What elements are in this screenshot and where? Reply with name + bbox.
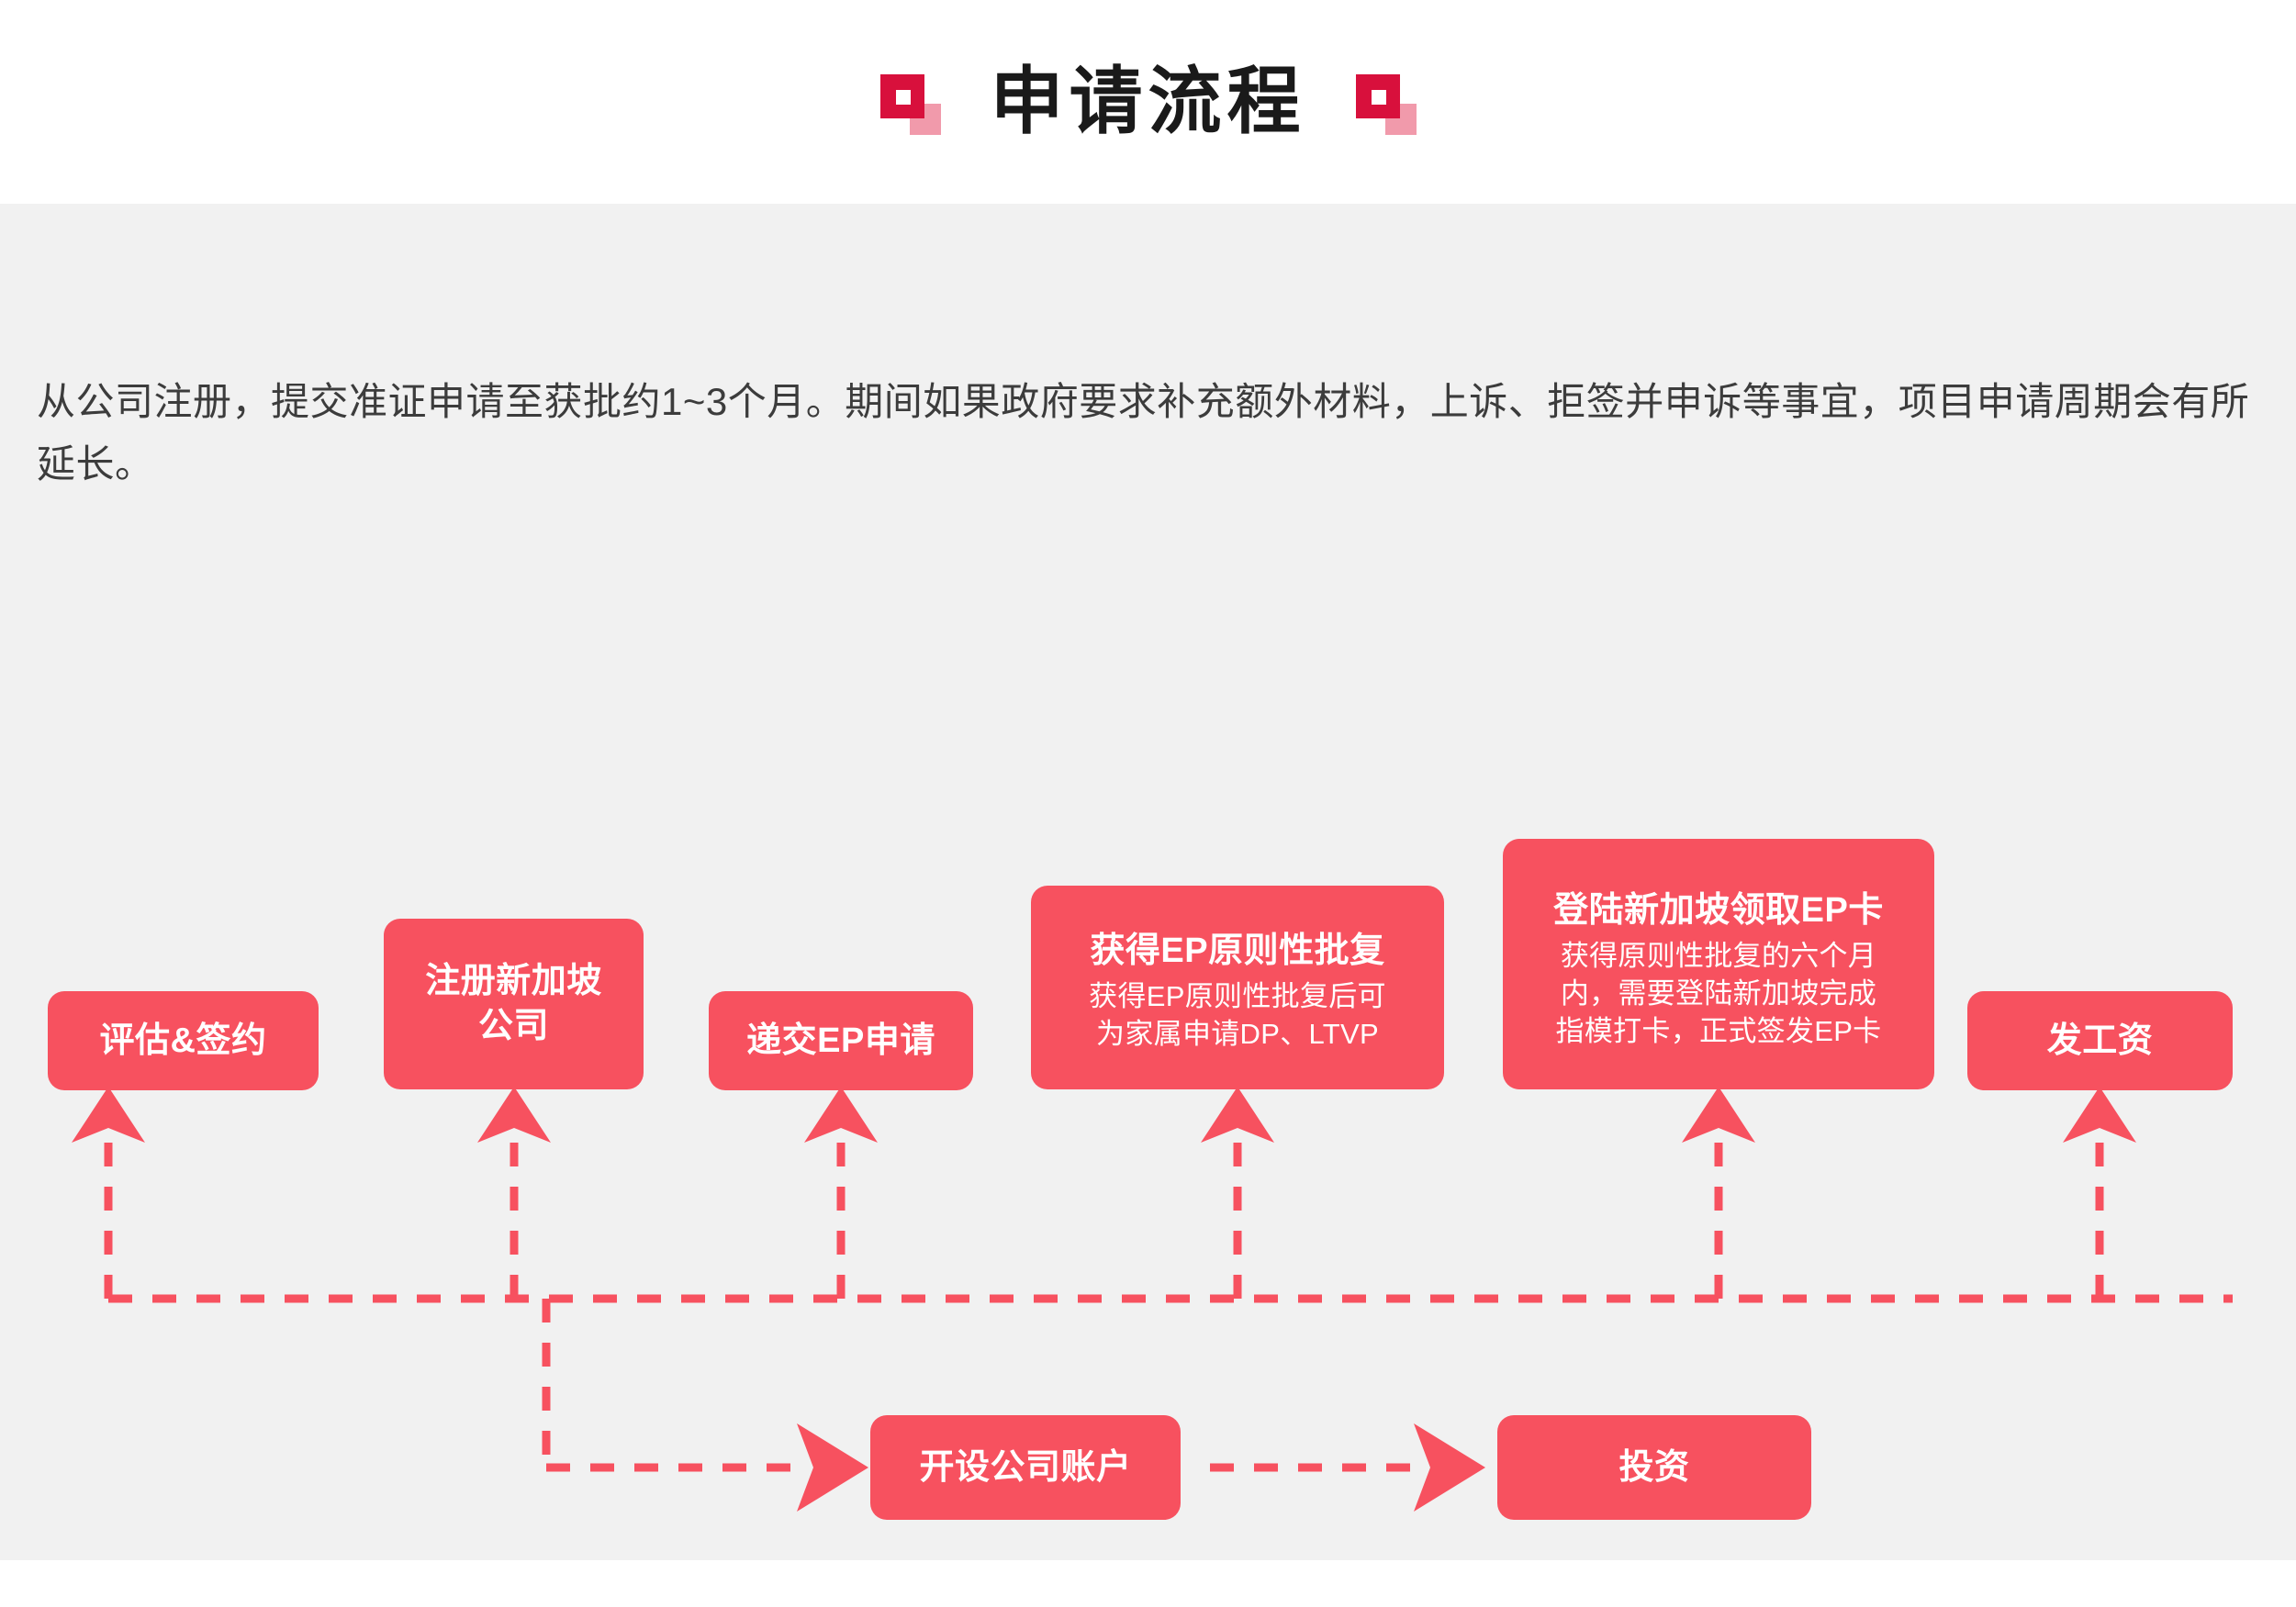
flow-node-subtitle: 获得原则性批复的六个月 内，需要登陆新加坡完成 指模打卡，正式签发EP卡 <box>1555 940 1882 1048</box>
arrowhead-up-3 <box>804 1087 878 1143</box>
flow-node-register-singapore-company[interactable]: 注册新加坡 公司 <box>384 919 644 1089</box>
square-badge-hole-shape <box>1371 90 1386 105</box>
square-badge-icon-right <box>1355 74 1417 135</box>
arrowhead-up-4 <box>1201 1087 1274 1143</box>
flow-node-title: 登陆新加坡领取EP卡 <box>1553 890 1884 930</box>
flow-node-subtitle: 获得EP原则性批复后可 为家属申请DP、LTVP <box>1089 980 1386 1051</box>
flow-node-title: 评估&签约 <box>99 1021 267 1060</box>
flow-node-title: 递交EP申请 <box>746 1021 935 1060</box>
flow-node-title: 开设公司账户 <box>919 1447 1132 1487</box>
flow-node-title: 投资 <box>1618 1447 1690 1487</box>
page-header: 申请流程 <box>0 0 2296 204</box>
arrowhead-group-right <box>797 1423 1485 1512</box>
square-badge-hole-shape <box>895 90 911 105</box>
content-panel: 从公司注册，提交准证申请至获批约1~3个月。期间如果政府要求补充额外材料，上诉、… <box>0 204 2296 1560</box>
flow-node-title: 注册新加坡 公司 <box>425 962 602 1045</box>
flow-connectors <box>72 1087 2233 1512</box>
arrowhead-group-up <box>72 1087 2136 1143</box>
arrowhead-up-1 <box>72 1087 145 1143</box>
application-process-flowchart: 评估&签约 注册新加坡 公司 递交EP申请 获得EP原则性批复 获得EP原则性批… <box>0 204 2296 1560</box>
flow-node-open-company-account[interactable]: 开设公司账户 <box>870 1415 1181 1520</box>
arrowhead-up-5 <box>1682 1087 1755 1143</box>
flow-node-pay-salary[interactable]: 发工资 <box>1967 991 2233 1090</box>
arrowhead-up-6 <box>2063 1087 2136 1143</box>
flow-node-submit-ep-application[interactable]: 递交EP申请 <box>709 991 973 1090</box>
page-title: 申请流程 <box>990 61 1306 142</box>
flow-node-ep-in-principle-approval[interactable]: 获得EP原则性批复 获得EP原则性批复后可 为家属申请DP、LTVP <box>1031 886 1444 1089</box>
arrowhead-right-to-account <box>797 1423 868 1512</box>
flow-node-title: 发工资 <box>2046 1021 2154 1060</box>
flow-node-title: 获得EP原则性批复 <box>1090 931 1385 970</box>
flow-node-assessment-signing[interactable]: 评估&签约 <box>48 991 319 1090</box>
flow-node-collect-ep-card-in-singapore[interactable]: 登陆新加坡领取EP卡 获得原则性批复的六个月 内，需要登陆新加坡完成 指模打卡，… <box>1503 839 1934 1089</box>
arrowhead-up-2 <box>477 1087 551 1143</box>
intro-paragraph: 从公司注册，提交准证申请至获批约1~3个月。期间如果政府要求补充额外材料，上诉、… <box>37 380 2250 486</box>
square-badge-icon-left <box>879 74 941 135</box>
arrowhead-right-to-investment <box>1414 1423 1485 1512</box>
flow-node-investment[interactable]: 投资 <box>1497 1415 1811 1520</box>
